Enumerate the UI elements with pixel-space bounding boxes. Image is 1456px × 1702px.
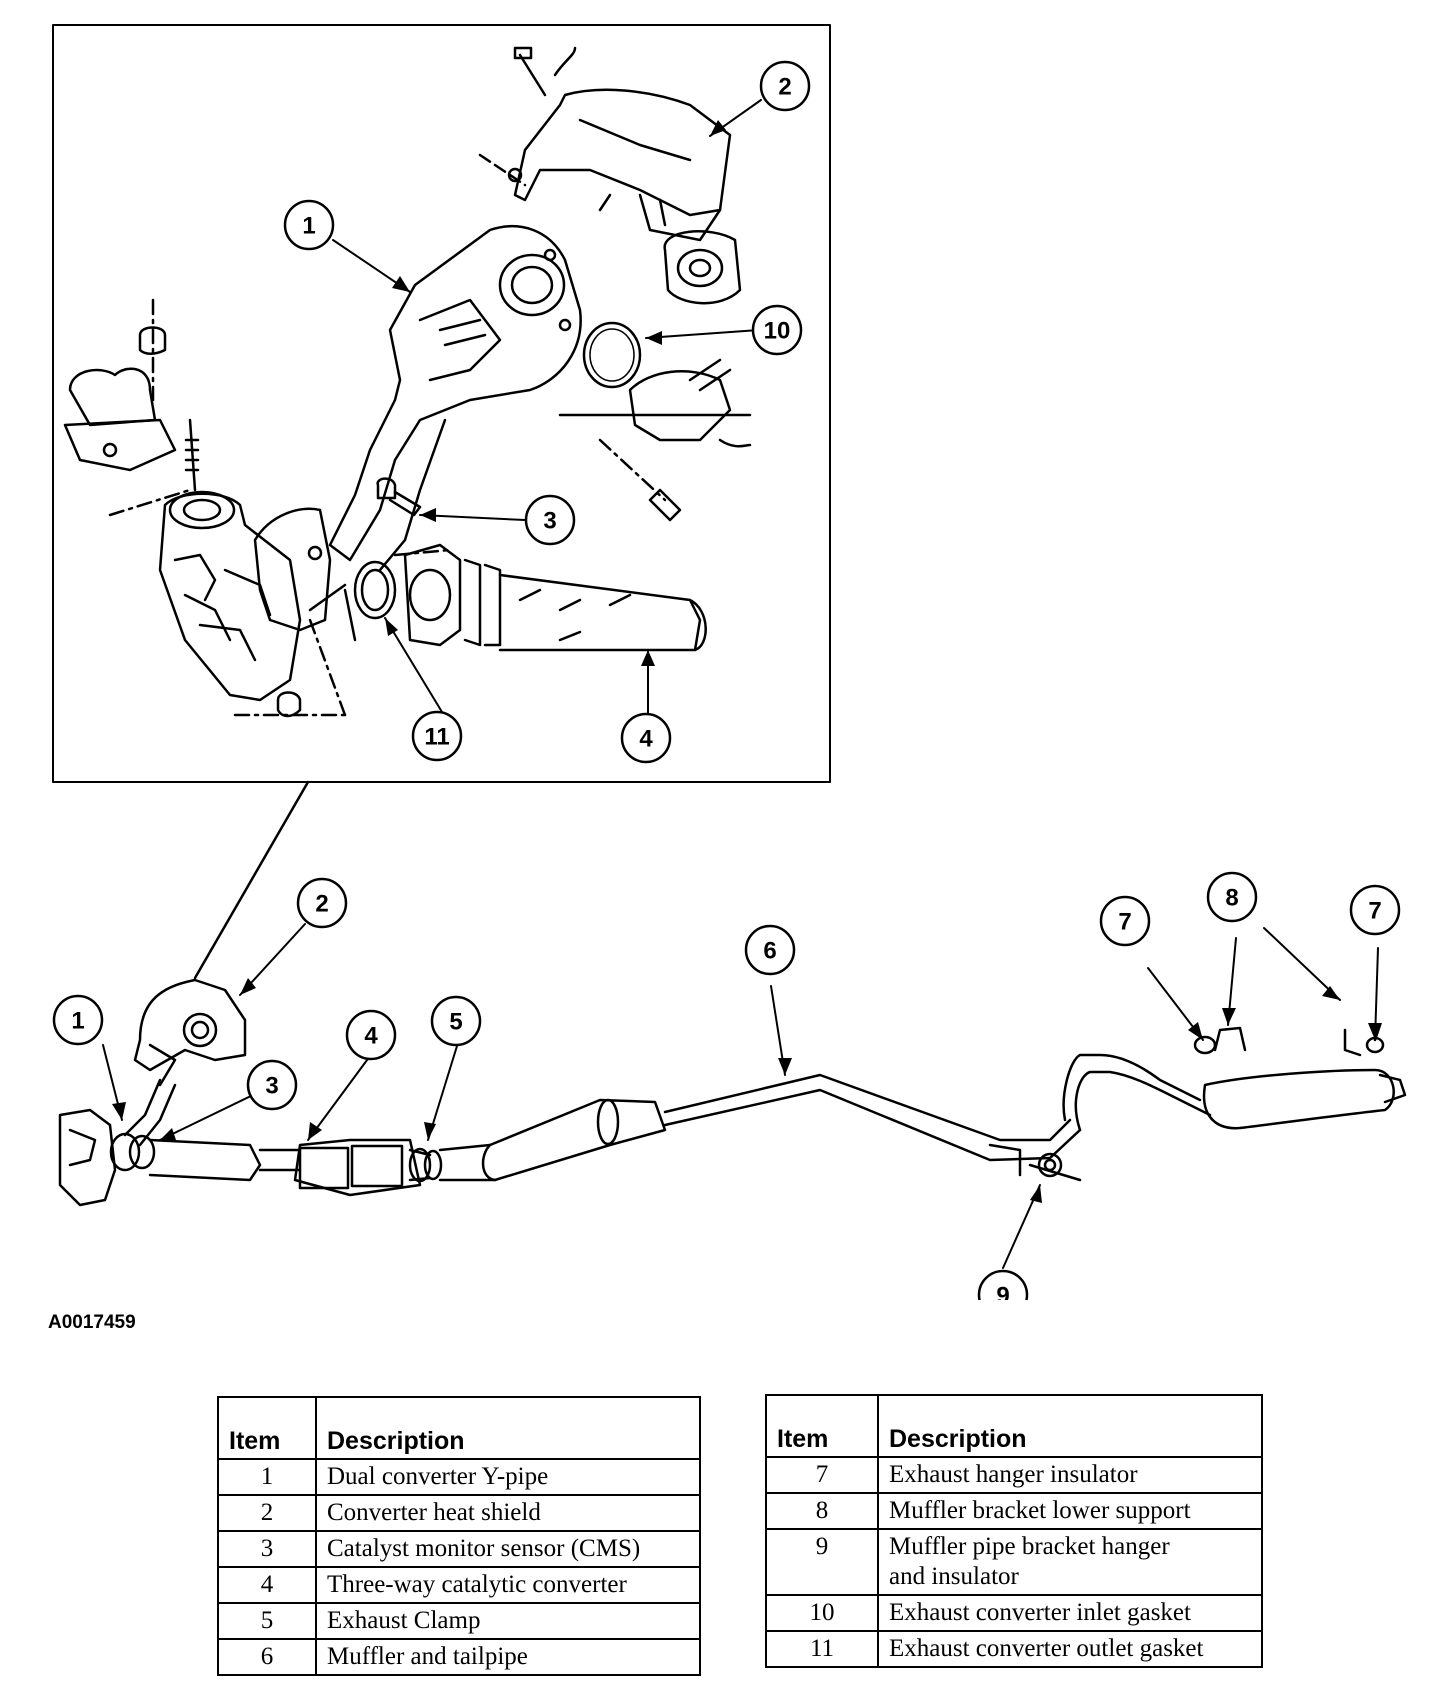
callout-main-9 [977,1269,1029,1300]
item-number: 7 [765,1456,879,1494]
header-item: Item [217,1396,317,1460]
arrowheads [112,120,1382,1203]
item-description: Dual converter Y-pipe [315,1458,701,1496]
callout-label: 9 [996,1283,1009,1301]
table-row: 9 Muffler pipe bracket hanger and insulato… [765,1528,1263,1596]
header-item: Item [765,1394,879,1458]
item-description: Exhaust Clamp [315,1602,701,1640]
item-number: 8 [765,1492,879,1530]
inset-left-manifold [63,298,200,517]
exhaust-system-diagram: 1 2 3 4 10 11 1 2 3 4 5 6 7 8 7 9 [52,24,1407,1301]
callout-main-3 [246,1059,298,1111]
item-description: Muffler and tailpipe [315,1638,701,1676]
callout-inset-4 [620,712,672,764]
desc-line: Exhaust converter inlet gasket [889,1599,1191,1626]
callout-inset-11 [411,710,463,762]
item-number: 11 [765,1630,879,1668]
callout-inset-2 [759,60,811,112]
inset-gasket-10 [582,321,642,389]
inset-leader [193,780,310,980]
callout-label: 2 [315,891,328,918]
inset-sensor-area [558,358,752,522]
legend-header-row: Item Description [217,1396,701,1460]
main-y-pipe [58,1078,302,1207]
callout-label: 4 [639,726,653,753]
callout-main-2 [296,877,348,929]
callout-label: 7 [1118,909,1131,936]
inset-bolt-3 [376,477,422,517]
inset-manifold-outlet [663,230,742,305]
callout-label: 4 [364,1023,378,1050]
item-description: Muffler pipe bracket hanger and insulator [877,1528,1263,1596]
item-description: Exhaust hanger insulator [877,1456,1263,1494]
desc-line: Muffler pipe bracket hanger [889,1533,1170,1560]
main-heat-shield [133,978,247,1087]
callout-labels: 1 2 3 4 10 11 1 2 3 4 5 6 7 8 7 9 [71,74,1381,1301]
callout-label: 5 [449,1009,462,1036]
item-description: Exhaust converter inlet gasket [877,1594,1263,1632]
callout-label: 10 [764,318,791,345]
table-row: 7 Exhaust hanger insulator [765,1456,1263,1494]
callout-main-8 [1206,871,1258,923]
desc-line: Muffler bracket lower support [889,1497,1191,1524]
callout-main-7b [1349,884,1401,936]
item-number: 3 [217,1530,317,1568]
item-description: Muffler bracket lower support [877,1492,1263,1530]
header-description: Description [315,1396,701,1460]
callout-main-4 [345,1009,397,1061]
main-catalytic-converter [293,1138,443,1197]
callout-main-5 [430,995,482,1047]
table-row: 10 Exhaust converter inlet gasket [765,1594,1263,1632]
callout-main-6 [744,924,796,976]
callouts [52,60,1401,1300]
inset-heat-shield [478,46,732,242]
desc-line: Exhaust hanger insulator [889,1461,1138,1488]
callout-label: 6 [763,938,776,965]
callout-label: 1 [71,1008,84,1035]
callout-label: 3 [265,1073,278,1100]
main-clamp-and-resonator [438,1053,1212,1182]
desc-line-2: and insulator [889,1563,1019,1590]
inset-y-pipe [328,225,582,572]
header-description: Description [877,1394,1263,1458]
legend-table-right: Item Description 7 Exhaust hanger insulat… [765,1394,1263,1668]
table-row: 11 Exhaust converter outlet gasket [765,1630,1263,1668]
callout-label: 3 [543,508,556,535]
item-number: 4 [217,1566,317,1604]
callout-inset-1 [283,199,335,251]
callout-label: 2 [778,74,791,101]
callout-inset-10 [751,304,803,356]
callout-label: 11 [424,724,449,751]
table-row: 8 Muffler bracket lower support [765,1492,1263,1530]
figure-id: A0017459 [48,1312,136,1333]
item-number: 5 [217,1602,317,1640]
item-number: 6 [217,1638,317,1676]
callout-label: 8 [1225,885,1238,912]
legend-header-row: Item Description [765,1394,1263,1458]
item-number: 2 [217,1494,317,1532]
item-number: 1 [217,1458,317,1496]
inset-frame [52,24,831,783]
callout-inset-3 [524,494,576,546]
item-description: Converter heat shield [315,1494,701,1532]
callout-main-7a [1099,895,1151,947]
item-description: Three-way catalytic converter [315,1566,701,1604]
item-number: 10 [765,1594,879,1632]
callout-label: 1 [302,213,315,240]
callout-label: 7 [1368,898,1381,925]
callout-main-1 [52,994,104,1046]
inset-rear-converter [253,507,707,652]
item-description: Exhaust converter outlet gasket [877,1630,1263,1668]
desc-line: Exhaust converter outlet gasket [889,1635,1204,1662]
item-description: Catalyst monitor sensor (CMS) [315,1530,701,1568]
main-muffler [1193,1023,1407,1130]
item-number: 9 [765,1528,879,1596]
